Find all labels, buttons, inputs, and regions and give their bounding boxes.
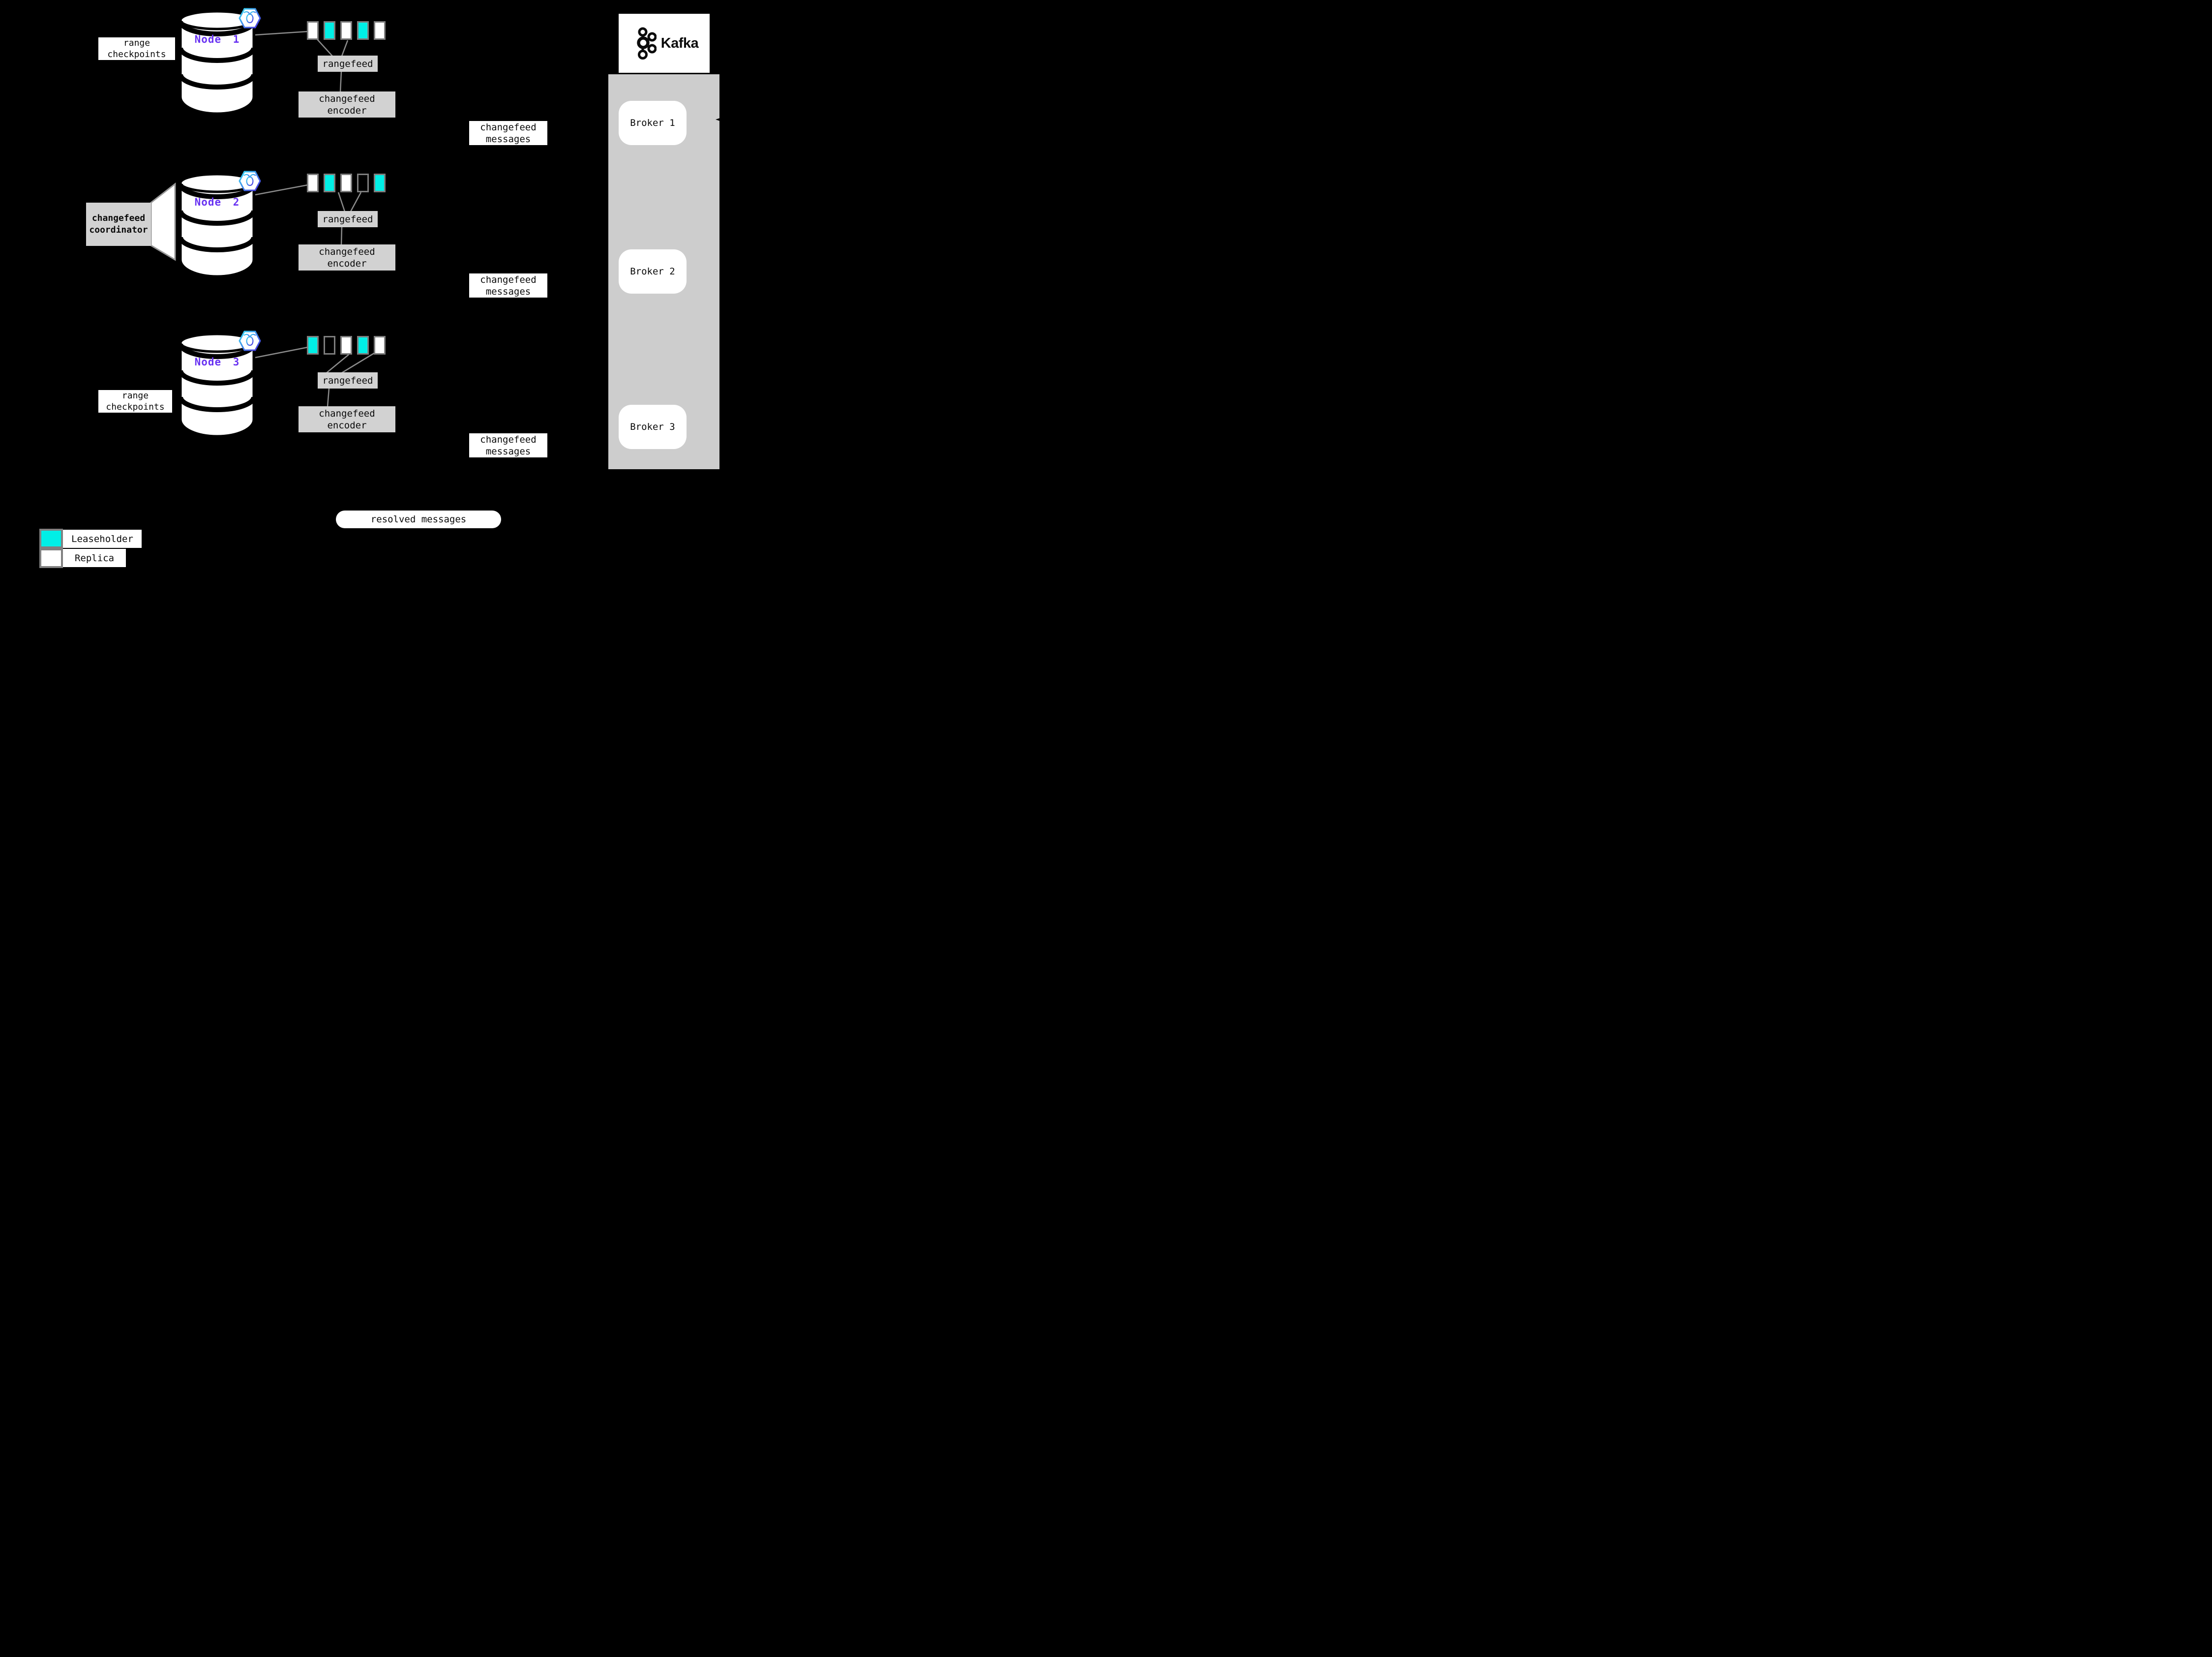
node2-label: Node 2 [194,196,240,208]
node1-changefeed-encoder-box: changefeed encoder [299,91,395,118]
replica-square [357,174,369,192]
node1-to-replicas-line [255,30,308,36]
node1-rangefeed-box: rangefeed [318,56,378,72]
replica-square [340,174,352,192]
node1-rangefeed-to-encoder-line [339,71,342,92]
replica-square [374,174,386,192]
node3-replica5-to-rangefeed-line [341,352,375,374]
replica-square [307,21,319,40]
coordinator-bracket-shape [150,182,176,261]
legend-replica-swatch [39,548,63,568]
replica-square [374,336,386,355]
node1-label: Node 1 [194,33,240,45]
changefeed-coordinator-label: changefeed coordinator [86,203,151,246]
node3-replica3-to-rangefeed-line [326,354,349,373]
node3-range-checkpoints-label: range checkpoints [98,390,172,413]
broker-1-label: Broker 1 [630,118,675,128]
node2-rangefeed-box: rangefeed [318,211,378,227]
replica-square [357,336,369,355]
replica-square [324,21,335,40]
kafka-brand-text: Kafka [660,35,699,51]
replica-square [307,336,319,355]
node3-label: Node 3 [194,356,240,368]
broker-1-box: Broker 1 [619,101,687,145]
broker-3-label: Broker 3 [630,422,675,432]
node2-changefeed-encoder-box: changefeed encoder [299,244,395,271]
cockroachdb-icon [239,8,261,29]
replica-square [340,21,352,40]
node1-replica1-to-rangefeed-line [317,39,333,57]
broker-3-box: Broker 3 [619,405,687,449]
replica-square [324,336,335,355]
node2-replica2-to-rangefeed-line [337,192,346,212]
broker-2-label: Broker 2 [630,266,675,277]
replica-square [357,21,369,40]
node3-to-replicas-line [255,346,308,359]
node2-changefeed-messages-label: changefeed messages [469,273,547,298]
resolved-messages-label: resolved messages [336,511,501,528]
node1-replica3-to-rangefeed-line [341,40,349,57]
cockroachdb-icon [239,331,261,351]
replica-square [340,336,352,355]
legend-leaseholder-label: Leaseholder [63,530,142,548]
replica-square [374,21,386,40]
node3-changefeed-messages-label: changefeed messages [469,433,547,457]
node1-changefeed-messages-label: changefeed messages [469,121,547,145]
node3-changefeed-encoder-box: changefeed encoder [299,406,395,432]
node2-rangefeed-to-encoder-line [340,227,343,245]
node3-rangefeed-box: rangefeed [318,372,378,389]
legend-replica-label: Replica [63,549,126,567]
cockroachdb-icon [239,171,261,191]
changefeed-architecture-diagram: Kafka Broker 1 Broker 2 Broker 3 range c… [0,0,771,577]
node1-database-cylinder [178,9,256,116]
node3-rangefeed-to-encoder-line [327,388,330,407]
replica-square [307,174,319,192]
node2-replica4-to-rangefeed-line [350,192,362,212]
node2-to-replicas-line [255,184,308,196]
node1-range-checkpoints-label: range checkpoints [98,37,175,60]
kafka-logo-box: Kafka [619,14,710,73]
broker-2-box: Broker 2 [619,249,687,294]
legend-leaseholder-swatch [39,529,63,548]
replica-square [324,174,335,192]
kafka-icon [637,27,657,60]
